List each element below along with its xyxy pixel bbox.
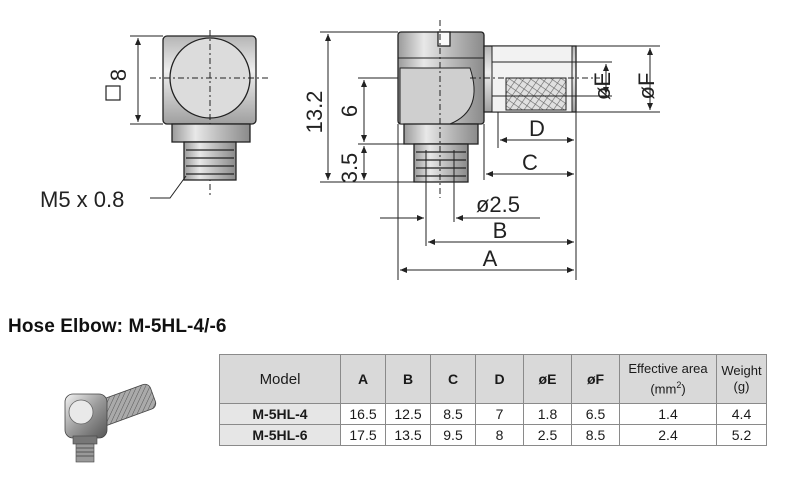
table-row: M-5HL-4 16.5 12.5 8.5 7 1.8 6.5 1.4 4.4 (219, 403, 767, 425)
cell-area: 1.4 (619, 403, 717, 425)
dimension-lines (320, 31, 660, 280)
header-effective-area-line1: Effective area (628, 360, 708, 376)
height-low-label: 3.5 (337, 153, 362, 184)
cell-model: M-5HL-4 (219, 403, 341, 425)
cell-f: 6.5 (571, 403, 620, 425)
dim-a-label: A (483, 246, 498, 271)
dim-e-label: øE (590, 72, 615, 100)
header-effective-area-sup: 2 (676, 379, 682, 390)
cell-area: 2.4 (619, 424, 717, 446)
bore-label: ø2.5 (476, 192, 520, 217)
cell-b: 12.5 (385, 403, 431, 425)
header-effective-area-close: ) (681, 381, 686, 397)
header-d: D (475, 354, 524, 404)
dim-c-label: C (522, 150, 538, 175)
header-effective-area: Effective area (mm2) (619, 354, 717, 404)
square-dimension-label: 8 (106, 69, 131, 81)
height-mid-label: 6 (337, 105, 362, 117)
cell-c: 8.5 (430, 403, 476, 425)
header-f: øF (571, 354, 620, 404)
hose-elbow-photo-icon (64, 383, 157, 463)
cell-d: 8 (475, 424, 524, 446)
cell-weight: 5.2 (716, 424, 767, 446)
cell-c: 9.5 (430, 424, 476, 446)
cell-a: 17.5 (340, 424, 386, 446)
dim-f-label: øF (634, 73, 659, 100)
header-c: C (430, 354, 476, 404)
header-a: A (340, 354, 386, 404)
header-weight-unit: (g) (733, 379, 750, 394)
dim-d-label: D (529, 116, 545, 141)
header-model: Model (219, 354, 341, 404)
dim-b-label: B (493, 218, 508, 243)
cell-weight: 4.4 (716, 403, 767, 425)
table-row: M-5HL-6 17.5 13.5 9.5 8 2.5 8.5 2.4 5.2 (219, 424, 767, 446)
cell-d: 7 (475, 403, 524, 425)
side-view (397, 20, 600, 198)
height-total-label: 13.2 (302, 91, 327, 134)
thread-label: M5 x 0.8 (40, 187, 124, 212)
cell-model: M-5HL-6 (219, 424, 341, 446)
table-header-row: Model A B C D øE øF Effective area (mm2)… (219, 354, 767, 404)
cell-e: 2.5 (523, 424, 572, 446)
cell-a: 16.5 (340, 403, 386, 425)
cell-f: 8.5 (571, 424, 620, 446)
product-title: Hose Elbow: M-5HL-4/-6 (8, 316, 227, 337)
header-weight-line1: Weight (721, 363, 762, 378)
technical-drawing: 8 M5 x 0.8 (40, 20, 660, 280)
header-e: øE (523, 354, 572, 404)
header-weight: Weight (g) (716, 354, 767, 404)
header-effective-area-unit: (mm (650, 381, 677, 397)
cell-e: 1.8 (523, 403, 572, 425)
end-view (105, 30, 268, 199)
header-b: B (385, 354, 431, 404)
spec-table: Model A B C D øE øF Effective area (mm2)… (219, 354, 767, 446)
cell-b: 13.5 (385, 424, 431, 446)
